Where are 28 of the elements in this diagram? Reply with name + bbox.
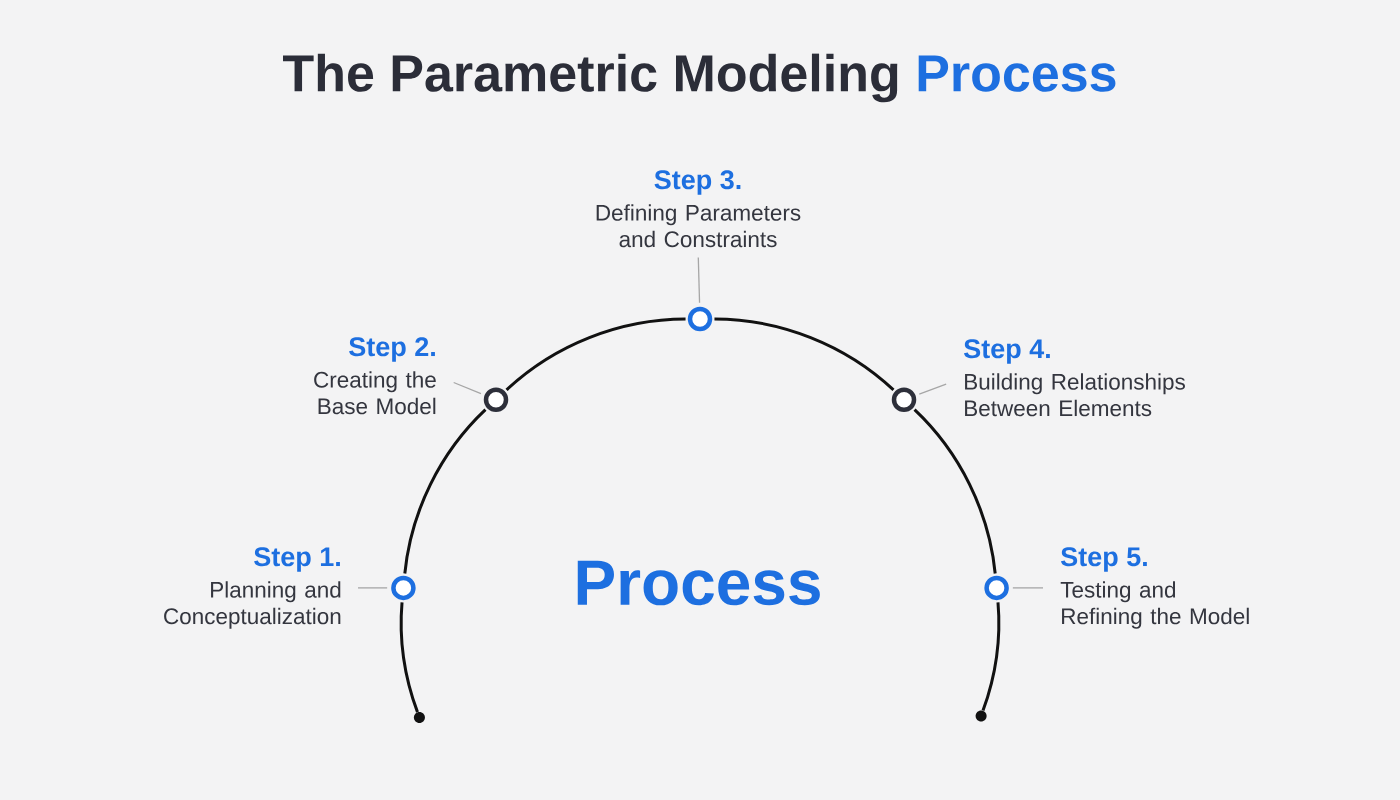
arc-line	[399, 602, 419, 713]
leader-line	[357, 587, 388, 589]
ring-marker	[391, 575, 416, 601]
step-description: Building Relationships Between Elements	[965, 373, 1185, 417]
step-title: Step 1.	[254, 547, 340, 572]
center-label: Process	[577, 560, 820, 606]
step-title: Step 3.	[654, 170, 741, 195]
leader-line	[918, 383, 947, 395]
leader-line	[697, 256, 701, 304]
step-title: Step 2.	[349, 337, 435, 362]
ring-marker	[483, 387, 509, 413]
step-description: Defining Parameters and Constraints	[596, 204, 801, 248]
ring-marker	[687, 306, 713, 332]
arc-line	[913, 408, 997, 574]
leader-line	[1012, 587, 1044, 589]
step-description: Testing and Refining the Model	[1060, 581, 1249, 629]
ring-marker	[984, 575, 1009, 601]
ring-marker	[891, 387, 917, 413]
title: The Parametric Modeling Process	[283, 53, 1116, 103]
arc-line	[403, 408, 487, 574]
leader-line	[453, 381, 482, 395]
arc-line	[981, 602, 1001, 712]
arc-line	[714, 317, 895, 391]
step-description: Creating the Base Model	[314, 371, 436, 415]
arc-line	[505, 317, 686, 391]
step-description: Planning and Conceptualization	[164, 581, 341, 629]
step-title: Step 4.	[964, 339, 1050, 364]
step-title: Step 5.	[1061, 547, 1147, 572]
